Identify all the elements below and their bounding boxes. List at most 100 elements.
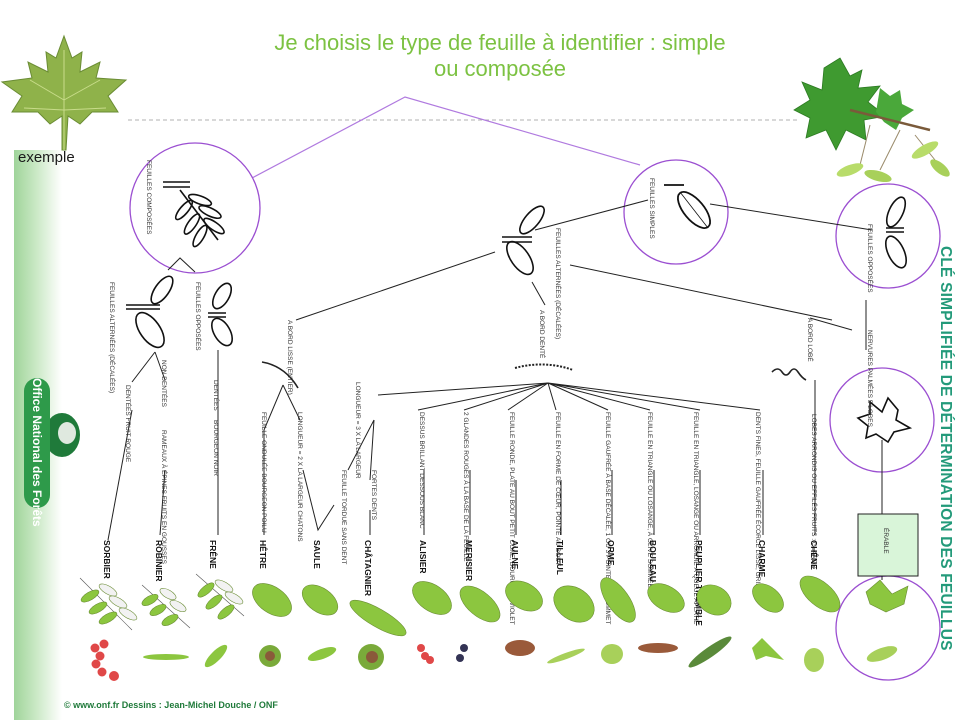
tree-connector-lines bbox=[107, 199, 883, 580]
peuplier-catkin-icon bbox=[688, 636, 732, 668]
title-line-1: Je choisis le type de feuille à identifi… bbox=[274, 30, 726, 55]
aulne-leaf-icon bbox=[505, 580, 543, 612]
species-tilleul: TILLEUL bbox=[555, 540, 565, 575]
sorbier-leaf-icon bbox=[79, 577, 138, 631]
label-bord-dente: A BORD DENTÉ bbox=[538, 310, 547, 359]
robinier-pod-icon bbox=[143, 654, 189, 660]
palmate-leaf-icon bbox=[856, 396, 913, 444]
criteria-merisier: 2 GLANDES ROUGES À LA BASE DE LA FEUILLE bbox=[462, 412, 471, 562]
species-saule: SAULE bbox=[312, 540, 322, 569]
robinier-leaf-icon bbox=[141, 584, 191, 629]
species-orme: ORME bbox=[606, 540, 616, 566]
criteria-bouleau: FEUILLE EN TRIANGLE OU LOSANGE, À OLIVE … bbox=[646, 412, 655, 588]
aulne-cone-icon bbox=[505, 640, 535, 656]
erable-box bbox=[857, 513, 919, 577]
alisier-leaf-icon bbox=[412, 581, 452, 615]
criteria-saule-b: FEUILLE TORDUE SANS DENT bbox=[340, 470, 347, 564]
peuplier-leaf-icon bbox=[696, 584, 732, 616]
label-bord-lisse: A BORD LISSE (ENTIER) bbox=[286, 320, 293, 395]
species-robinier: ROBINIER bbox=[154, 540, 164, 582]
erable-label: ÉRABLE bbox=[882, 528, 891, 554]
criteria-frene-b: BOURGEON NOIR bbox=[212, 420, 219, 476]
leaf-illustrations-row bbox=[79, 573, 909, 637]
species-peuplier-tremble: PEUPLIER TREMBLE bbox=[694, 540, 704, 626]
maple-branch-samaras-icon bbox=[793, 57, 950, 183]
criteria-chene: LOBES ARRONDIS OU EFFILÉS FRUITS : GLAND… bbox=[810, 414, 819, 569]
species-hetre: HÊTRE bbox=[258, 540, 269, 569]
frene-leaf-icon bbox=[195, 573, 245, 620]
circle-feuilles-composees bbox=[129, 142, 261, 274]
chataignier-leaf-icon bbox=[349, 599, 407, 637]
erable-leaf-icon bbox=[865, 579, 909, 613]
tilleul-fruit-icon bbox=[547, 648, 585, 664]
page-title: Je choisis le type de feuille à identifi… bbox=[180, 30, 820, 82]
orme-leaf-icon bbox=[600, 577, 636, 623]
species-bouleau: BOULEAU bbox=[648, 540, 658, 582]
merisier-cherries-icon bbox=[456, 644, 468, 662]
criteria-frene-a: DENTÉES bbox=[212, 380, 221, 411]
criteria-sorbier: DENTÉES FRUIT ROUGE bbox=[124, 385, 133, 463]
smooth-edge-icon bbox=[261, 361, 299, 389]
label-comp-opposees: FEUILLES OPPOSÉES bbox=[194, 282, 203, 351]
charme-fruit-icon bbox=[752, 638, 784, 660]
sorbier-berries-icon bbox=[90, 639, 119, 681]
label-comp-alternes: FEUILLES ALTERNÉES (DÉCALÉES) bbox=[108, 282, 117, 393]
label-bord-lobe: A BORD LOBÉ bbox=[806, 318, 815, 362]
simple-leaf-icon bbox=[664, 184, 711, 229]
label-feuilles-simples: FEUILLES SIMPLES bbox=[648, 178, 655, 239]
criteria-hetre: FEUILLE ONDULÉE BOURGEON POILU bbox=[260, 412, 269, 533]
bouleau-leaf-icon bbox=[647, 583, 685, 613]
compound-alternate-leaves-icon bbox=[126, 275, 174, 349]
species-chene: CHÊNE bbox=[809, 540, 820, 570]
criteria-charme: DENTS FINES, FEUILLE GAUFRÉE ÉCORCE LISS… bbox=[754, 412, 763, 593]
species-aulne: AULNE bbox=[510, 540, 520, 570]
label-alternes-top: FEUILLES ALTERNÉES (DÉCALÉES) bbox=[554, 228, 563, 339]
circle-feuilles-simples bbox=[623, 159, 729, 265]
species-merisier: MERISIER bbox=[464, 540, 474, 581]
fruit-illustrations-row bbox=[90, 636, 898, 681]
title-connector-lines bbox=[251, 96, 641, 179]
criteria-orme: FEUILLE GAUFRÉE À BASE DÉCALÉE, 1 OU 3 P… bbox=[604, 412, 613, 624]
criteria-longueur-3x: LONGUEUR = 3 X LA LARGEUR bbox=[354, 382, 361, 479]
alternate-leaves-icon bbox=[502, 205, 545, 276]
compound-leaf-icon bbox=[163, 181, 225, 248]
compound-opposite-leaves-icon bbox=[208, 282, 234, 347]
chene-leaf-icon bbox=[799, 575, 841, 613]
footer-credit: © www.onf.fr Dessins : Jean-Michel Douch… bbox=[64, 700, 278, 710]
label-feuilles-composees: FEUILLES COMPOSÉES bbox=[145, 160, 154, 235]
onf-logo: Office National des Forêts bbox=[24, 378, 50, 527]
bouleau-catkin-icon bbox=[638, 643, 678, 653]
orme-samara-icon bbox=[601, 644, 623, 664]
alisier-berries-icon bbox=[417, 644, 434, 664]
onf-tree-icon bbox=[58, 422, 76, 444]
toothed-edge-icon bbox=[514, 363, 574, 371]
label-nervures-palmees: NERVURES PALMÉES 5 LOBES bbox=[866, 330, 875, 428]
criteria-robinier-b: RAMEAUX À ÉPINES FRUITS EN GOUSSES bbox=[160, 430, 169, 565]
chene-acorn-icon bbox=[804, 648, 824, 672]
charme-leaf-icon bbox=[752, 583, 784, 613]
species-sorbier: SORBIER bbox=[102, 540, 112, 579]
species-charme: CHARME bbox=[757, 540, 767, 578]
criteria-aulne: FEUILLE RONDE, PLATE AU BOUT PETIT CÔNE,… bbox=[508, 412, 517, 625]
criteria-saule-a: LONGUEUR = 2 X LA LARGEUR CHATONS bbox=[296, 412, 303, 542]
hetre-leaf-icon bbox=[252, 583, 292, 617]
label-opposees-top: FEUILLES OPPOSÉES bbox=[866, 224, 875, 293]
merisier-leaf-icon bbox=[459, 585, 501, 623]
criteria-alisier: DESSUS BRILLANT DESSOUS BLANC bbox=[418, 412, 425, 529]
circle-feuilles-opposees bbox=[835, 183, 941, 289]
species-frene: FRÊNE bbox=[208, 540, 219, 569]
criteria-robinier-a: NON DENTÉES bbox=[160, 360, 169, 408]
species-alisier: ALISIER bbox=[418, 540, 428, 574]
saule-catkin-icon bbox=[307, 647, 337, 661]
example-label: exemple bbox=[18, 149, 75, 166]
erable-samara-icon bbox=[866, 646, 898, 662]
lobed-edge-icon bbox=[771, 368, 807, 381]
title-line-2: ou composée bbox=[433, 56, 567, 81]
criteria-tilleul: FEUILLE EN FORME DE CŒUR, POINTE AU BOUT bbox=[554, 412, 561, 566]
species-chataignier: CHÂTAGNIER bbox=[363, 540, 374, 596]
maple-leaf-example-icon bbox=[0, 34, 128, 151]
frene-samara-icon bbox=[204, 644, 228, 668]
criteria-peuplier: FEUILLE EN TRIANGLE, LOSANGE OU ARRONDIE… bbox=[692, 412, 701, 625]
criteria-chataignier: FORTES DENTS bbox=[370, 470, 377, 521]
